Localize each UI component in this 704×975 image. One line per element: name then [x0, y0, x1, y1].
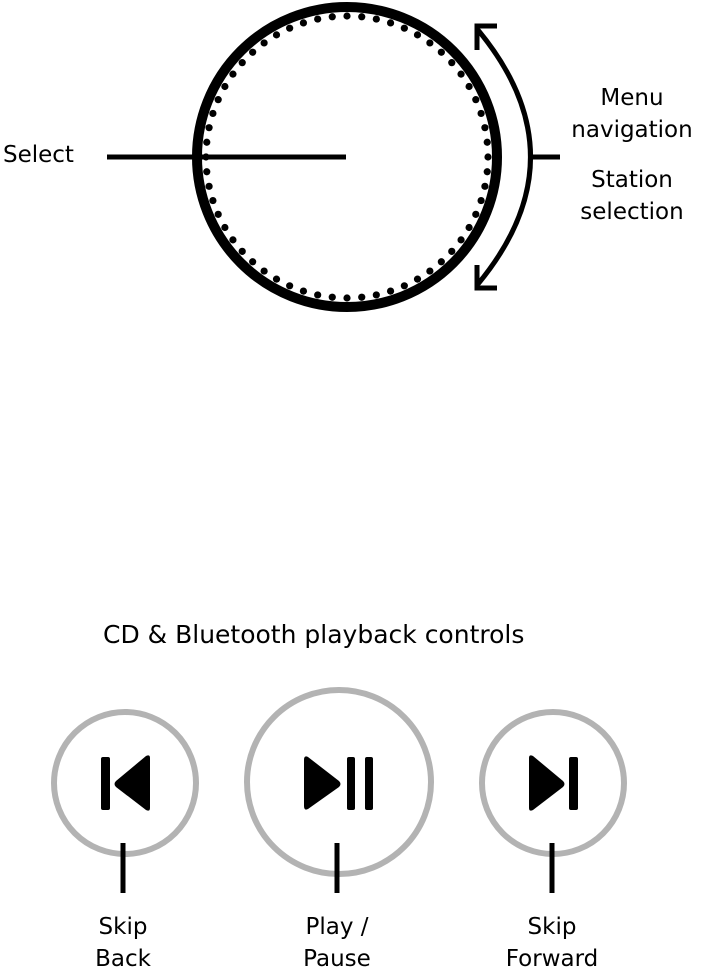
knob-tooth — [209, 109, 217, 118]
knob-tooth — [465, 223, 473, 232]
knob-tooth — [386, 287, 395, 295]
play-pause-label: Play / Pause — [277, 911, 397, 975]
knob-tooth — [413, 31, 422, 39]
knob-tooth — [413, 275, 422, 283]
knob-tooth — [481, 182, 489, 190]
knob-tooth — [203, 138, 211, 146]
knob-tooth — [448, 247, 456, 255]
knob-tooth — [472, 210, 480, 218]
knob-tooth — [343, 12, 351, 20]
skip-forward-label-line1: Skip — [527, 914, 577, 940]
menu-navigation-line2: navigation — [571, 117, 693, 143]
knob-tooth — [400, 282, 408, 290]
knob-tooth — [457, 236, 465, 244]
knob-tooth — [286, 24, 294, 32]
knob-tooth — [328, 13, 336, 21]
knob-tooth — [205, 124, 213, 132]
knob-tooth — [209, 196, 217, 205]
knob-tooth — [249, 48, 257, 56]
knob-tooth — [214, 210, 222, 218]
skip-back-label-line2: Back — [95, 946, 151, 972]
knob-tooth — [238, 247, 246, 255]
station-selection-label: Station selection — [560, 164, 704, 228]
knob-tooth — [203, 168, 211, 176]
select-label: Select — [3, 142, 74, 168]
knob-tooth — [400, 24, 408, 32]
knob-tooth — [437, 258, 445, 266]
knob-tooth — [426, 267, 434, 275]
knob-tooth — [472, 96, 480, 104]
station-selection-line1: Station — [591, 167, 673, 193]
rotation-arrow-icon — [474, 23, 533, 291]
knob-tooth — [229, 70, 237, 78]
knob-tooth — [299, 287, 308, 295]
station-selection-line2: selection — [580, 199, 684, 225]
playback-controls-title: CD & Bluetooth playback controls — [103, 620, 525, 649]
knob-tooth — [358, 13, 366, 21]
knob-tooth — [343, 294, 351, 302]
play-pause-icon — [304, 756, 373, 810]
knob-tooth — [328, 293, 336, 301]
knob-tooth — [260, 267, 268, 275]
skip-back-label-line1: Skip — [98, 914, 148, 940]
knob-tooth — [221, 82, 229, 91]
play-pause-label-line2: Pause — [303, 946, 371, 972]
skip-forward-icon — [529, 755, 578, 811]
play-pause-label-line1: Play / — [305, 914, 369, 940]
knob-tooth — [386, 19, 395, 27]
skip-back-icon — [101, 755, 150, 811]
knob-tooth — [221, 223, 229, 232]
skip-back-button[interactable] — [51, 709, 199, 857]
knob-tooth — [477, 196, 485, 205]
knob-tooth — [238, 59, 246, 67]
knob-tooth — [299, 19, 308, 27]
knob-tooth — [249, 258, 257, 266]
knob-tooth — [372, 291, 380, 299]
knob-tooth — [481, 124, 489, 132]
skip-back-label: Skip Back — [63, 911, 183, 975]
knob-tooth — [214, 96, 222, 104]
knob-tooth — [372, 15, 380, 23]
knob-tooth — [437, 48, 445, 56]
knob-tooth — [314, 15, 322, 23]
knob-tooth — [314, 291, 322, 299]
skip-forward-button[interactable] — [479, 709, 627, 857]
skip-forward-label-line2: Forward — [505, 946, 599, 972]
knob-tooth — [205, 182, 213, 190]
knob-tooth — [484, 153, 492, 161]
knob-tooth — [426, 39, 434, 47]
knob-tooth — [260, 39, 268, 47]
knob-tooth — [477, 109, 485, 118]
knob-tooth — [358, 293, 366, 301]
knob-tooth — [465, 82, 473, 91]
knob-tooth — [272, 275, 281, 283]
skip-forward-label: Skip Forward — [492, 911, 612, 975]
knob-tooth — [483, 168, 491, 176]
knob-tooth — [229, 236, 237, 244]
knob-tooth — [457, 70, 465, 78]
knob-tooth — [272, 31, 281, 39]
menu-navigation-line1: Menu — [600, 85, 664, 111]
knob-tooth — [448, 59, 456, 67]
knob-teeth — [202, 12, 492, 302]
knob-tooth — [483, 138, 491, 146]
knob-tooth — [286, 282, 294, 290]
menu-navigation-label: Menu navigation — [560, 82, 704, 146]
